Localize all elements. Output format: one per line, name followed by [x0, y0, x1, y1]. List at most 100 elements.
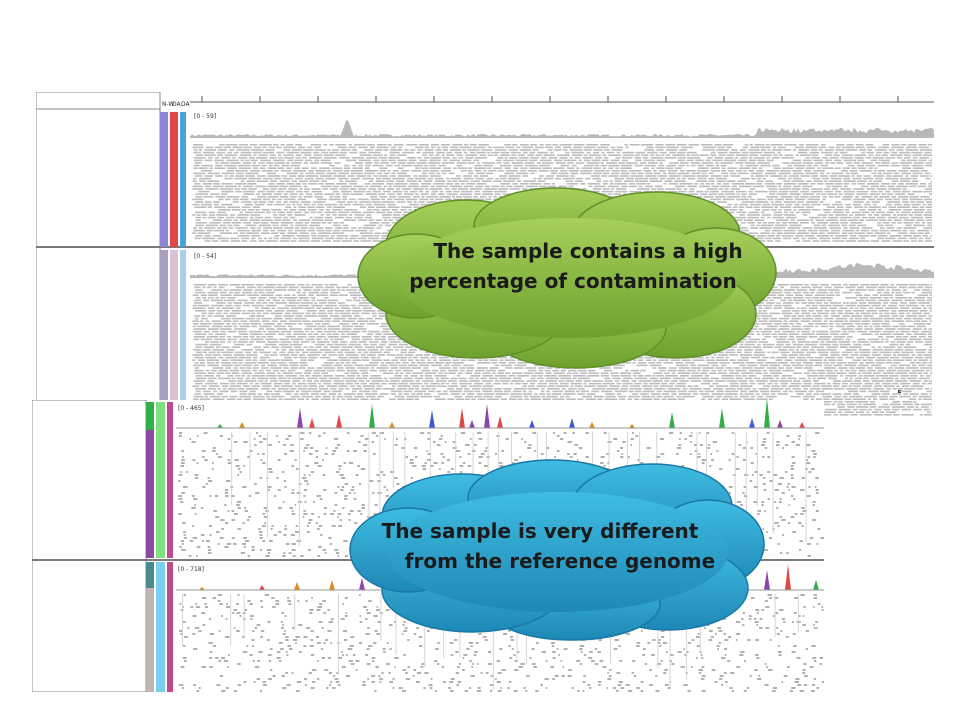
read — [836, 206, 844, 208]
attribute-strip-blue[interactable] — [180, 112, 186, 247]
read — [293, 206, 297, 208]
read — [820, 307, 828, 309]
read — [792, 159, 801, 162]
read — [347, 284, 352, 286]
read — [438, 193, 445, 195]
read — [801, 317, 814, 320]
read — [516, 172, 529, 175]
read — [392, 214, 401, 216]
read — [484, 185, 491, 188]
read — [209, 214, 216, 216]
read — [893, 198, 900, 201]
read — [792, 177, 802, 180]
read — [551, 183, 556, 185]
read — [303, 196, 313, 198]
read — [469, 151, 476, 154]
read — [885, 307, 899, 309]
read — [328, 198, 341, 201]
read — [445, 177, 450, 180]
read — [203, 330, 210, 333]
read — [273, 144, 279, 146]
read — [901, 190, 911, 193]
read — [877, 291, 882, 294]
read — [925, 341, 932, 343]
read — [277, 211, 285, 214]
read — [756, 177, 762, 180]
read — [897, 354, 910, 356]
read — [288, 325, 293, 328]
read — [256, 175, 267, 177]
read — [261, 164, 267, 167]
read — [871, 354, 881, 356]
read — [470, 180, 480, 182]
read — [756, 343, 761, 346]
read — [644, 356, 655, 359]
read — [499, 177, 507, 180]
attribute-strip-red[interactable] — [170, 112, 178, 247]
read — [233, 224, 240, 227]
read — [422, 172, 427, 175]
read — [766, 159, 774, 162]
read — [560, 170, 568, 172]
read — [208, 328, 219, 330]
read — [327, 302, 337, 304]
read — [284, 227, 294, 229]
read — [736, 193, 740, 195]
read — [332, 214, 337, 216]
read — [771, 203, 785, 206]
read — [845, 338, 851, 341]
read — [871, 229, 879, 232]
read — [497, 356, 508, 359]
read — [234, 304, 242, 307]
read — [192, 325, 196, 328]
read — [902, 188, 907, 190]
read — [307, 206, 315, 208]
read — [303, 346, 308, 348]
read — [448, 172, 455, 175]
attribute-strip-red-2[interactable] — [170, 250, 178, 418]
read — [852, 359, 861, 361]
attribute-strip-purple-2[interactable] — [160, 250, 168, 418]
read — [232, 362, 238, 364]
read — [476, 151, 486, 154]
read — [194, 367, 199, 369]
read — [242, 209, 247, 211]
read — [822, 157, 829, 159]
read — [835, 149, 845, 151]
attribute-strip-blue-2[interactable] — [180, 250, 186, 418]
read — [849, 214, 854, 216]
read — [758, 310, 762, 312]
read — [869, 297, 882, 299]
read — [897, 206, 911, 208]
read — [690, 356, 704, 359]
read — [220, 162, 229, 164]
read — [333, 170, 343, 172]
read — [381, 222, 390, 224]
read — [861, 227, 873, 229]
read — [766, 185, 777, 188]
read — [310, 144, 322, 146]
read — [857, 224, 867, 227]
read — [876, 211, 885, 214]
read — [656, 159, 666, 162]
read — [841, 198, 852, 201]
read — [315, 346, 322, 348]
read — [347, 175, 355, 177]
read — [918, 240, 924, 242]
read — [240, 159, 245, 162]
read — [389, 364, 398, 367]
read — [411, 170, 422, 172]
read — [608, 167, 614, 169]
read — [227, 151, 233, 154]
read — [516, 146, 521, 149]
read — [334, 307, 340, 309]
read — [248, 209, 255, 211]
attribute-strip-purple[interactable] — [160, 112, 168, 247]
read — [854, 323, 861, 325]
read — [871, 346, 876, 348]
read — [396, 172, 407, 175]
read — [217, 211, 227, 214]
read — [811, 304, 818, 307]
read — [841, 154, 854, 156]
read — [776, 219, 789, 221]
